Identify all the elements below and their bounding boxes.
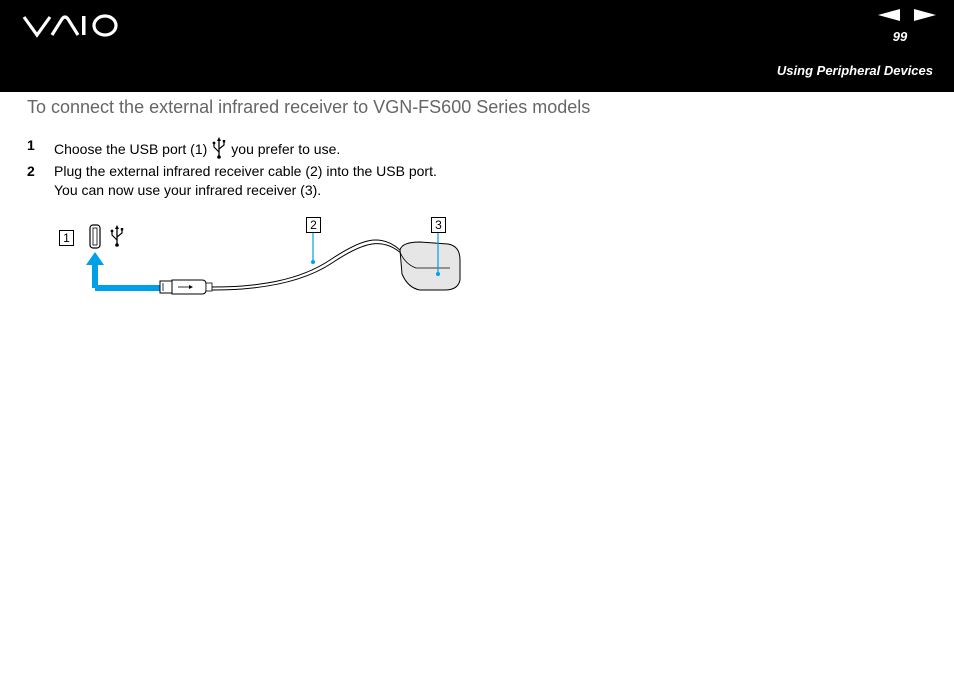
callout-2: 2 (306, 217, 321, 233)
next-page-icon[interactable] (912, 8, 938, 22)
procedure-heading: To connect the external infrared receive… (27, 97, 591, 117)
page-number: 99 (892, 29, 908, 44)
step-text: Choose the USB port (1) you prefer to us… (54, 137, 340, 159)
usb-icon (212, 137, 226, 159)
step-number: 1 (27, 137, 35, 153)
vaio-logo (22, 14, 118, 38)
step-text: You can now use your infrared receiver (… (54, 182, 322, 198)
section-title: Using Peripheral Devices (776, 63, 933, 78)
step-text-after: you prefer to use. (231, 141, 341, 157)
previous-page-icon[interactable] (876, 8, 902, 22)
connection-illustration: 1 2 3 (0, 210, 480, 305)
illustration-drawing (86, 224, 461, 295)
step-text: Plug the external infrared receiver cabl… (54, 163, 437, 179)
callout-1: 1 (59, 230, 74, 246)
usb-port-icon (110, 225, 124, 247)
page-header: 99 Using Peripheral Devices (0, 0, 954, 92)
step-text-before: Choose the USB port (1) (54, 141, 208, 157)
callout-3: 3 (431, 217, 446, 233)
step-number: 2 (27, 163, 35, 179)
